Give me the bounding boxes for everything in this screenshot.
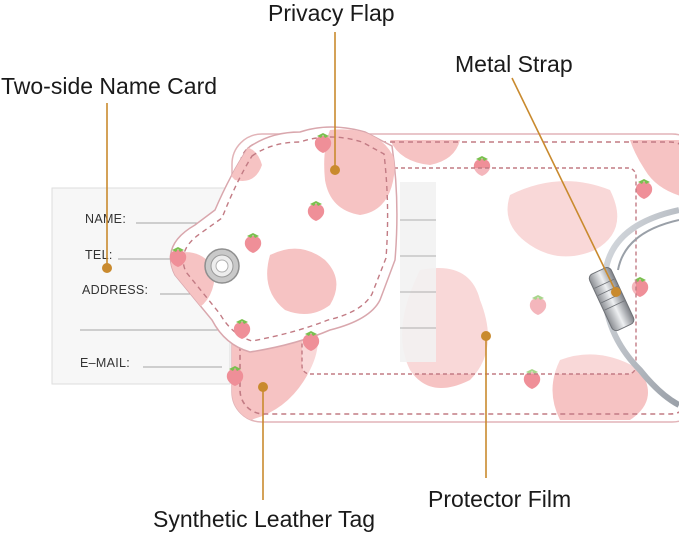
metal-grommet-icon bbox=[204, 248, 240, 284]
name-card-address-label: ADDRESS: bbox=[82, 283, 148, 297]
leather-tag-dot bbox=[258, 382, 268, 392]
two-side-name-card-label: Two-side Name Card bbox=[1, 73, 218, 99]
flap-stitching bbox=[182, 136, 389, 342]
privacy-flap-label: Privacy Flap bbox=[268, 0, 395, 26]
protector-film-dot bbox=[481, 331, 491, 341]
name-card-tel-label: TEL: bbox=[85, 248, 113, 262]
name-card-dot bbox=[102, 263, 112, 273]
leader-lines bbox=[102, 32, 621, 500]
privacy-flap-dot bbox=[330, 165, 340, 175]
name-card-email-label: E–MAIL: bbox=[80, 356, 130, 370]
synthetic-leather-tag-label: Synthetic Leather Tag bbox=[153, 506, 376, 532]
metal-strap-label: Metal Strap bbox=[455, 51, 573, 77]
inserted-card-edge bbox=[400, 182, 436, 362]
metal-strap bbox=[588, 207, 679, 408]
name-card-name-label: NAME: bbox=[85, 212, 126, 226]
privacy-flap bbox=[169, 126, 398, 353]
protector-film-label: Protector Film bbox=[428, 486, 572, 512]
metal-strap-leader bbox=[511, 77, 617, 293]
metal-strap-dot bbox=[611, 287, 621, 297]
